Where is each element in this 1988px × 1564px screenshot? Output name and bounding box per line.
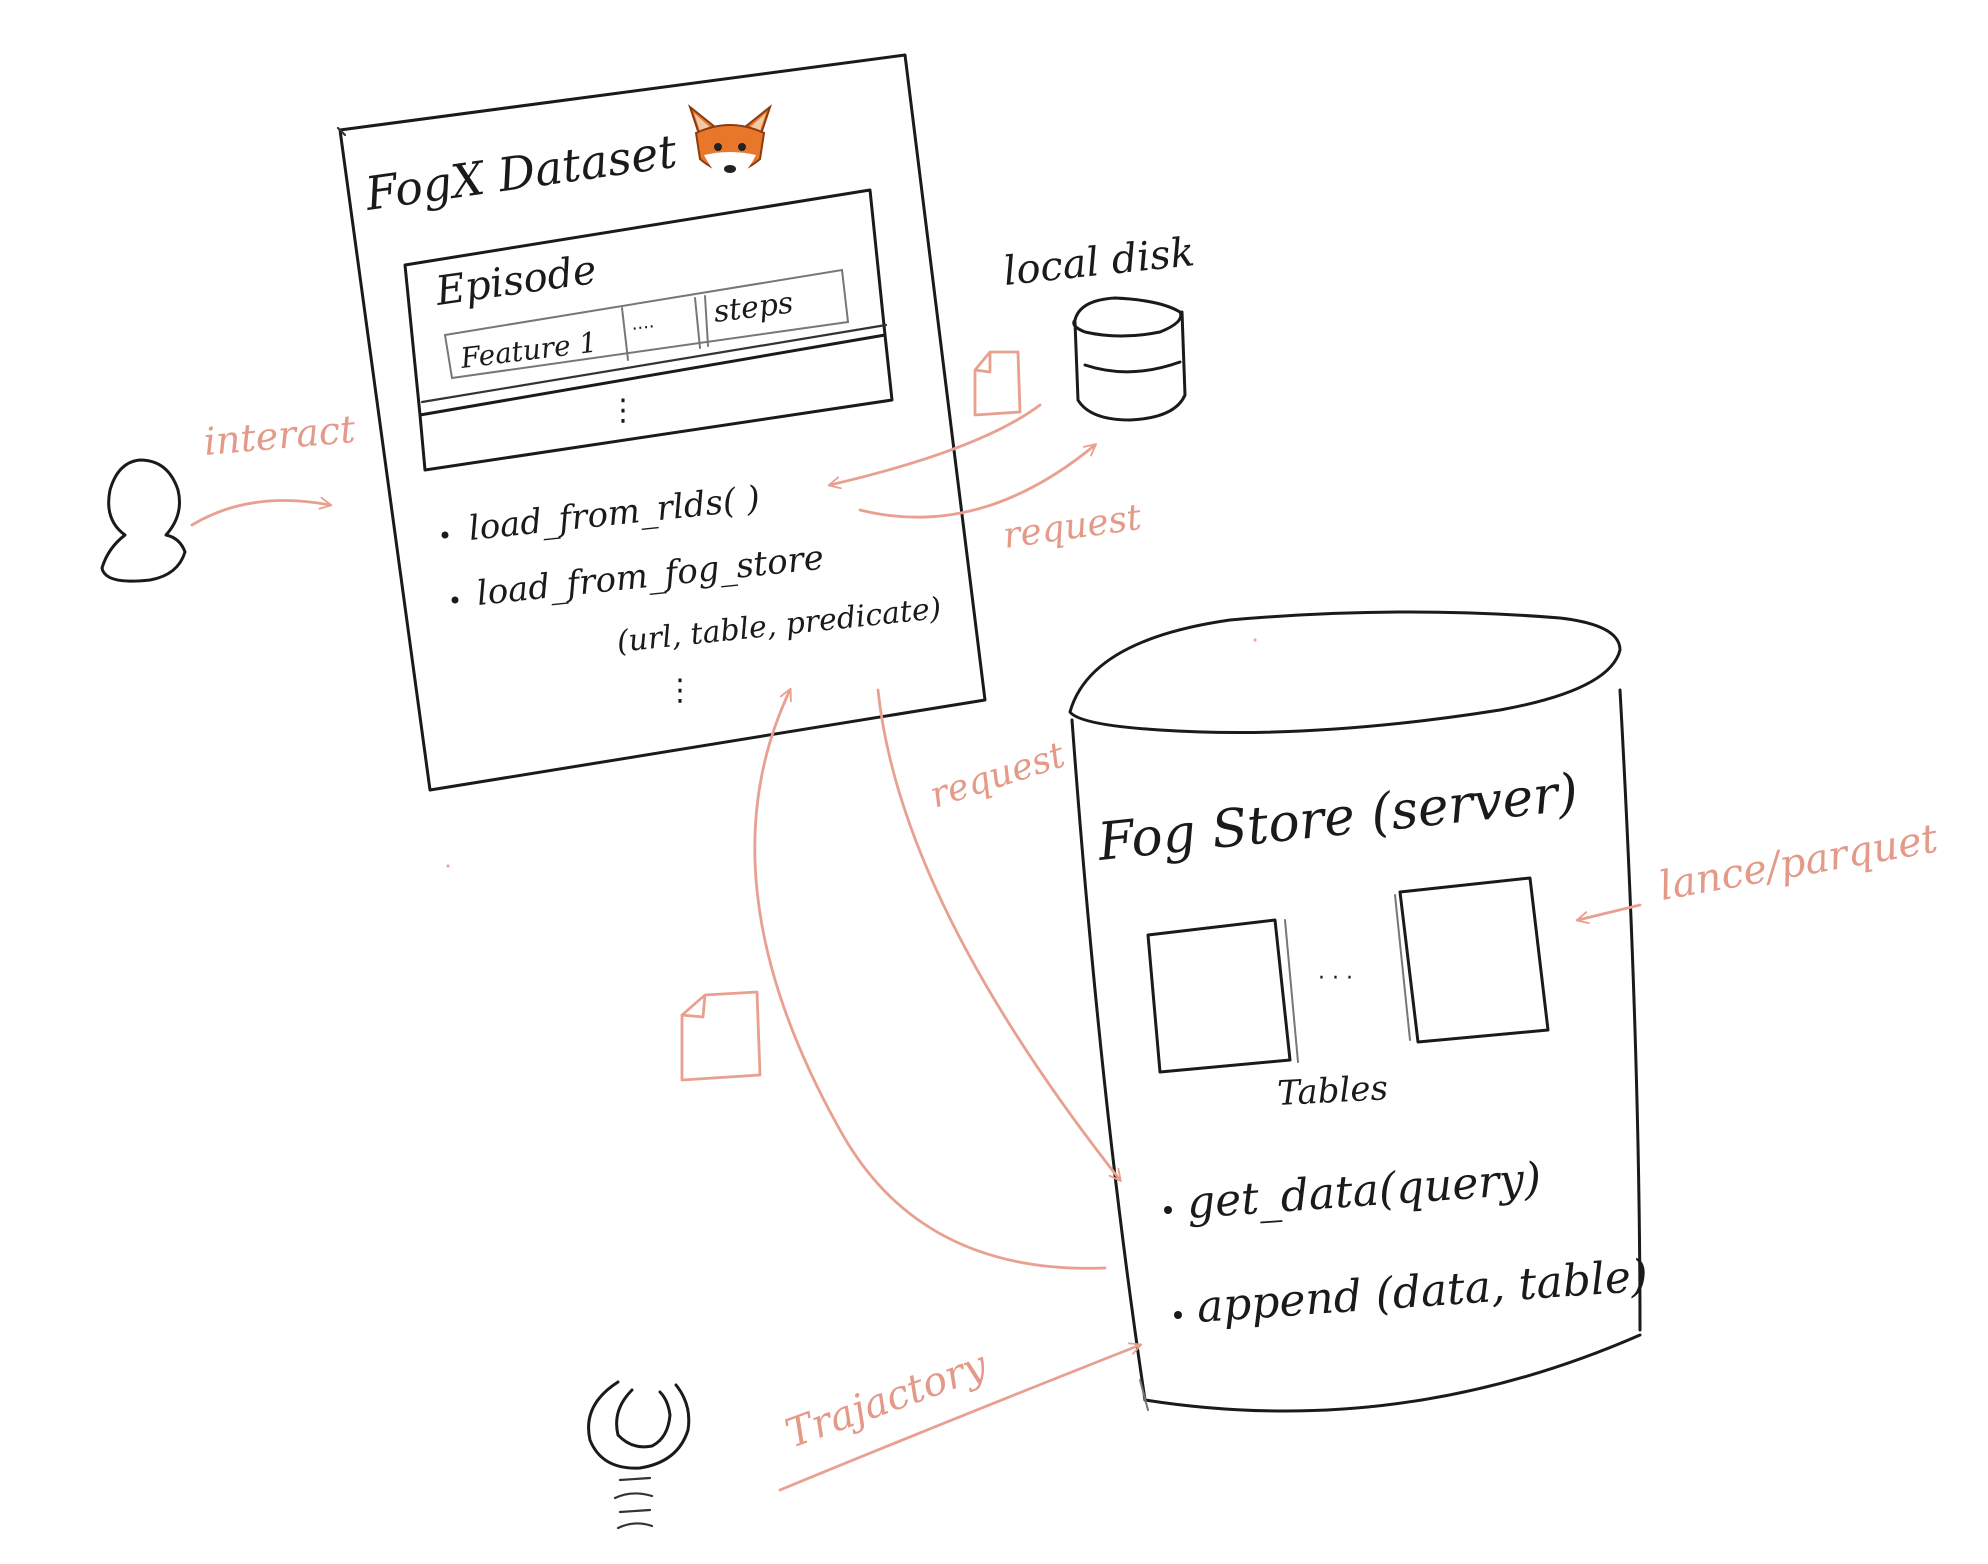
method-bullet	[1174, 1311, 1182, 1319]
feature-row	[443, 268, 850, 380]
fog-store-top	[1068, 610, 1622, 734]
file-icon	[973, 350, 1022, 417]
method-bullet	[451, 596, 459, 604]
table-box	[1146, 918, 1292, 1074]
local-disk-label: local disk	[1001, 229, 1197, 295]
database-cylinder-icon	[1072, 296, 1187, 422]
feature-ellipsis: ....	[630, 311, 655, 335]
stray-mark	[1253, 638, 1257, 642]
tables-label: Tables	[1276, 1068, 1388, 1114]
lance-parquet-label: lance/parquet	[1656, 815, 1942, 909]
method-get-data: get_data(query)	[1185, 1153, 1543, 1229]
method-load-from-rlds: load_from_rlds( )	[467, 479, 762, 549]
store-to-dataset-arrow	[753, 687, 1107, 1270]
request-store-label: request	[925, 734, 1070, 816]
interact-label: interact	[202, 407, 358, 464]
stray-mark	[446, 864, 450, 868]
fox-face-icon	[687, 104, 773, 181]
tables-ellipsis: · · ·	[1318, 966, 1353, 991]
user-icon	[100, 458, 187, 583]
method-append: append (data, table)	[1195, 1251, 1649, 1333]
request-to-store-arrow	[876, 688, 1122, 1183]
episode-table: Episode Feature 1 .... steps ⋮	[403, 188, 894, 472]
method-bullet	[441, 531, 449, 539]
fog-store-tables: · · · Tables	[1146, 876, 1550, 1114]
dataset-to-local-disk-arrow	[858, 443, 1097, 519]
table-box	[1398, 876, 1550, 1044]
method-bullet	[1164, 1206, 1172, 1214]
fog-store-title: Fog Store (server)	[1094, 763, 1581, 873]
fogx-dataset-title: FogX Dataset	[361, 124, 680, 221]
trajectory-label: Trajactory	[780, 1342, 995, 1458]
steps-cell: steps	[712, 285, 795, 329]
local-disk-to-dataset-arrow	[827, 403, 1042, 490]
interact-arrow	[190, 496, 333, 527]
lance-parquet-arrow	[1575, 903, 1642, 925]
fogx-dataset-box: FogX Dataset Episode Feature 1 ....	[336, 53, 987, 792]
local-disk: local disk	[1001, 229, 1197, 422]
request-local-label: request	[1001, 497, 1145, 557]
episode-more-rows: ⋮	[608, 393, 638, 428]
file-icon	[680, 990, 762, 1082]
method-args: (url, table, predicate)	[615, 591, 943, 660]
fog-store-server: Fog Store (server) · · · Tables get_data…	[1068, 610, 1650, 1413]
fogx-dataset-outline	[338, 53, 987, 792]
methods-more: ⋮	[665, 673, 695, 708]
method-load-from-fog-store: load_from_fog_store	[475, 538, 826, 614]
robot-gripper-icon	[587, 1380, 691, 1530]
trajectory-arrow	[778, 1342, 1143, 1492]
